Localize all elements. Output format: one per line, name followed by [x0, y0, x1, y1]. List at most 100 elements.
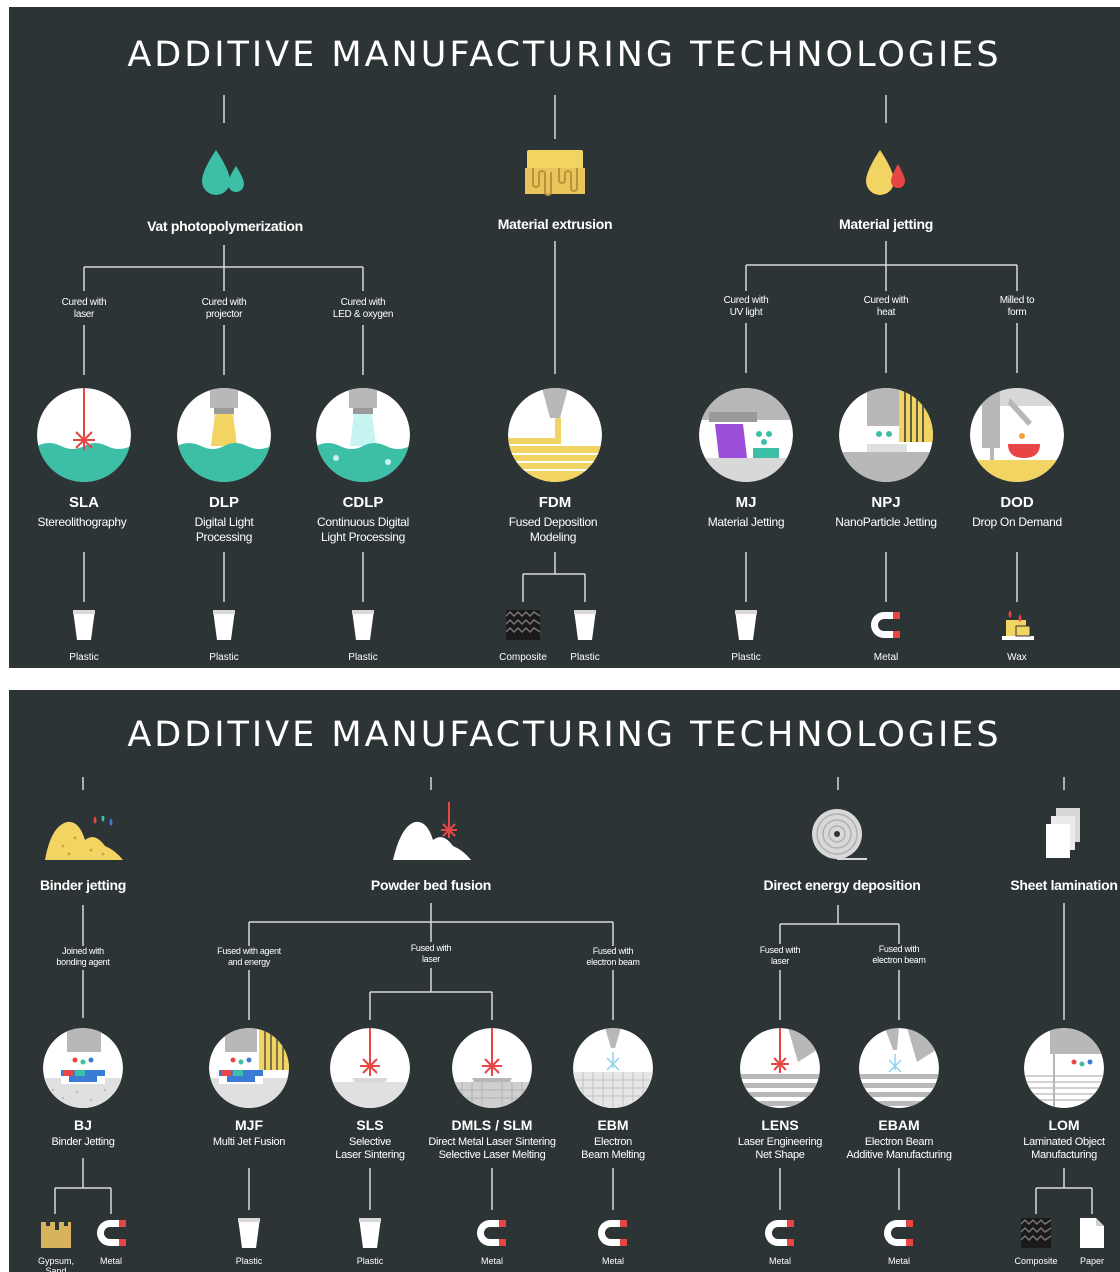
process-fused-laser: Fused with laser: [759, 945, 801, 966]
tech-sla-abbr: SLA: [69, 494, 99, 511]
tech-sla-name: Stereolithography: [37, 515, 127, 529]
panel-top: ADDITIVE MANUFACTURING TECHNOLOGIES Vat …: [9, 7, 1120, 668]
tech-lom-abbr: LOM: [1048, 1117, 1080, 1133]
tech-bj-name: Binder Jetting: [51, 1136, 115, 1148]
plastic-cup-icon: [735, 610, 757, 640]
material-label: Metal: [768, 1256, 792, 1266]
process-cured-uv: Cured with UV light: [723, 295, 769, 318]
process-fused-agent-energy: Fused with agent and energy: [217, 946, 281, 967]
category-binder-jetting: Binder jetting: [39, 877, 127, 893]
tech-ebm-abbr: EBM: [597, 1117, 629, 1133]
category-material-extrusion: Material extrusion: [497, 216, 613, 232]
wire-spool-icon: [812, 809, 867, 860]
lom-sheet-stack-icon: [1024, 1028, 1104, 1108]
material-label: Plastic: [235, 1256, 263, 1266]
sandcastle-icon: [41, 1222, 71, 1248]
tech-lens-name: Laser Engineering Net Shape: [737, 1136, 823, 1161]
material-label: Metal: [601, 1256, 625, 1266]
category-material-jetting: Material jetting: [839, 216, 933, 232]
process-milled: Milled to form: [999, 295, 1035, 318]
magnet-icon: [477, 1220, 506, 1246]
process-cured-led-oxygen: Cured with LED & oxygen: [332, 297, 394, 320]
material-label: Composite: [1014, 1256, 1058, 1266]
extruded-paste-icon: [525, 150, 585, 196]
lens-laser-nozzle-icon: [740, 1028, 820, 1108]
powder-pile-laser-icon: [393, 802, 471, 860]
plastic-cup-icon: [359, 1218, 381, 1248]
plastic-cup-icon: [73, 610, 95, 640]
category-sheet-lamination: Sheet lamination: [1010, 877, 1118, 893]
tech-ebam-name: Electron Beam Additive Manufacturing: [846, 1136, 952, 1161]
magnet-icon: [598, 1220, 627, 1246]
powder-pile-drops-icon: [45, 816, 123, 860]
tech-sls-abbr: SLS: [356, 1117, 384, 1133]
paper-sheet-icon: [1080, 1218, 1104, 1248]
panel-title: ADDITIVE MANUFACTURING TECHNOLOGIES: [127, 715, 1002, 755]
npj-printhead-icon: [839, 388, 933, 482]
tech-dod-name: Drop On Demand: [972, 515, 1062, 529]
tech-dlp-abbr: DLP: [209, 494, 239, 511]
panel-bottom: ADDITIVE MANUFACTURING TECHNOLOGIES: [9, 690, 1120, 1272]
tech-lens-abbr: LENS: [761, 1117, 799, 1133]
tech-cdlp-name: Continuous Digital Light Processing: [317, 515, 409, 544]
process-fused-laser: Fused with laser: [410, 943, 452, 964]
tech-ebam-abbr: EBAM: [878, 1117, 920, 1133]
tech-bj-abbr: BJ: [74, 1117, 92, 1133]
magnet-icon: [884, 1220, 913, 1246]
magnet-icon: [871, 612, 900, 638]
dmls-laser-bed-icon: [452, 1028, 532, 1108]
tech-ebm-name: Electron Beam Melting: [581, 1136, 645, 1161]
category-powder-bed-fusion: Powder bed fusion: [370, 877, 492, 893]
tech-dlp-name: Digital Light Processing: [194, 515, 254, 544]
tech-dod-abbr: DOD: [1000, 494, 1034, 511]
material-label: Plastic: [69, 652, 99, 663]
sls-laser-bed-icon: [330, 1028, 410, 1108]
candle-icon: [1002, 610, 1034, 640]
composite-block-icon: [1021, 1218, 1051, 1248]
sla-laser-vat-icon: [37, 388, 131, 482]
cdlp-led-vat-icon: [316, 388, 410, 482]
tech-mj-name: Material Jetting: [707, 515, 785, 529]
plastic-cup-icon: [238, 1218, 260, 1248]
mjf-printhead-icon: [209, 1028, 289, 1108]
tech-npj-abbr: NPJ: [871, 494, 901, 511]
ebam-beam-nozzle-icon: [859, 1028, 939, 1108]
process-cured-heat: Cured with heat: [863, 295, 909, 318]
fdm-nozzle-icon: [508, 388, 602, 482]
tech-mj-abbr: MJ: [735, 494, 757, 511]
material-label: Wax: [1007, 652, 1027, 663]
material-label: Plastic: [356, 1256, 384, 1266]
jetted-drops-icon: [866, 150, 905, 195]
material-label: Metal: [873, 652, 899, 663]
composite-block-icon: [506, 610, 540, 640]
material-label: Metal: [99, 1256, 123, 1266]
process-cured-projector: Cured with projector: [201, 297, 247, 320]
dlp-projector-vat-icon: [177, 388, 271, 482]
material-label: Composite: [499, 652, 547, 663]
category-direct-energy-deposition: Direct energy deposition: [763, 877, 921, 893]
process-joined-bonding-agent: Joined with bonding agent: [56, 946, 110, 967]
tech-mjf-abbr: MJF: [235, 1117, 263, 1133]
mj-printhead-icon: [699, 388, 793, 482]
connector-lines: [83, 95, 1018, 602]
plastic-cup-icon: [213, 610, 235, 640]
dod-printhead-icon: [970, 388, 1064, 482]
tech-lom-name: Laminated Object Manufacturing: [1023, 1136, 1105, 1161]
plastic-cup-icon: [574, 610, 596, 640]
panel-title: ADDITIVE MANUFACTURING TECHNOLOGIES: [127, 35, 1002, 75]
resin-drops-icon: [202, 150, 244, 195]
material-label: Metal: [480, 1256, 504, 1266]
process-fused-electron-beam: Fused with electron beam: [586, 946, 640, 967]
ebm-beam-bed-icon: [573, 1028, 653, 1108]
tech-fdm-name: Fused Deposition Modeling: [508, 515, 598, 544]
magnet-icon: [97, 1220, 126, 1246]
magnet-icon: [765, 1220, 794, 1246]
plastic-cup-icon: [352, 610, 374, 640]
category-vat-photopolymerization: Vat photopolymerization: [147, 218, 303, 234]
paper-sheets-icon: [1046, 808, 1080, 858]
tech-fdm-abbr: FDM: [538, 494, 572, 511]
material-label: Metal: [887, 1256, 911, 1266]
material-label: Plastic: [348, 652, 378, 663]
material-label: Gypsum, Sand: [37, 1256, 75, 1272]
tech-dmls-slm-abbr: DMLS / SLM: [451, 1117, 533, 1133]
